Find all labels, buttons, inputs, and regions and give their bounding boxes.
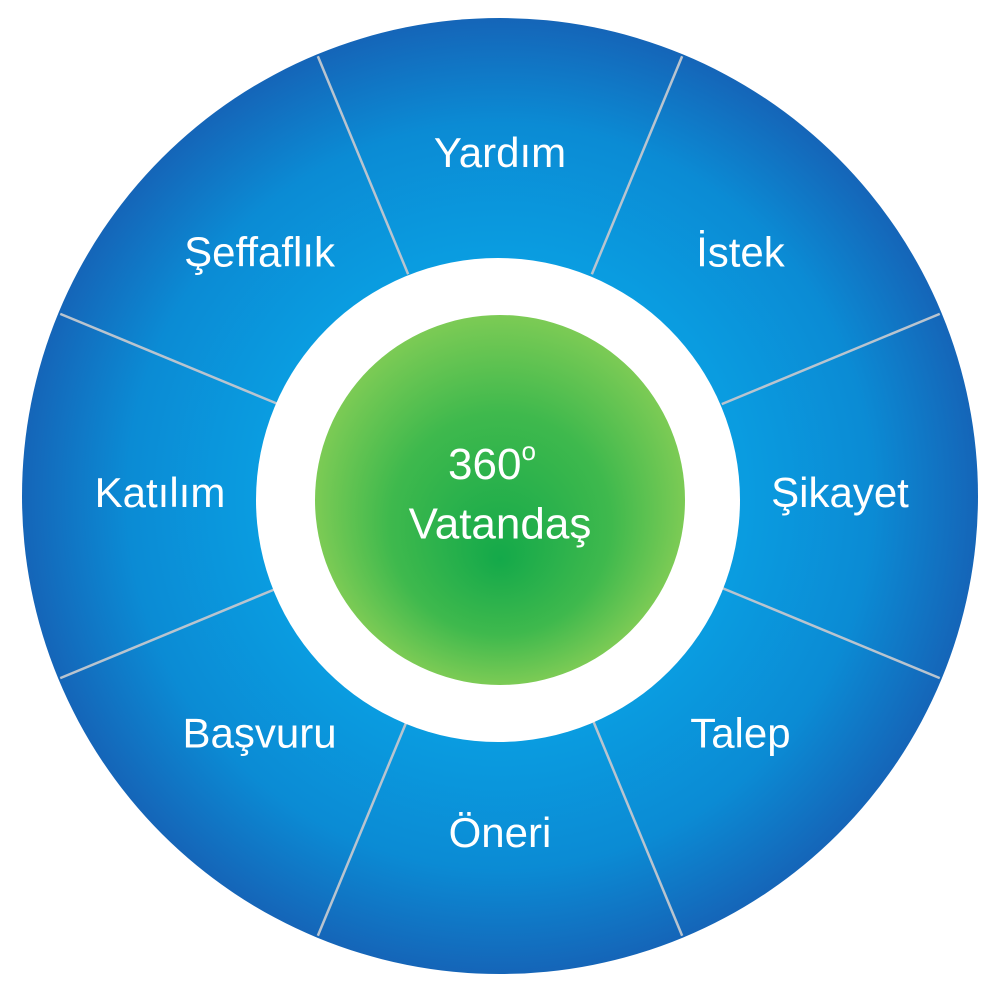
segment-label: Şeffaflık: [184, 229, 336, 276]
segment-label: Talep: [690, 710, 790, 757]
segment-divider: [721, 586, 941, 680]
segment-label: Katılım: [95, 469, 226, 516]
segment-divider: [59, 312, 279, 406]
segment-label: Başvuru: [183, 710, 337, 757]
segment-dividers: [59, 55, 941, 937]
segment-divider: [590, 717, 684, 937]
center-title-line2: Vatandaş: [409, 500, 592, 549]
segment-divider: [590, 55, 684, 275]
center-number: 360: [448, 440, 521, 489]
segment-label: Öneri: [449, 809, 552, 856]
segment-label: Şikayet: [771, 469, 909, 516]
center-degree-sup: o: [521, 436, 535, 466]
center-hub: [315, 315, 685, 685]
segment-divider: [316, 717, 410, 937]
segment-label: Yardım: [434, 129, 566, 176]
center-title-line1: 360o: [448, 436, 536, 489]
segment-label: İstek: [696, 229, 786, 276]
segment-divider: [316, 55, 410, 275]
segment-divider: [721, 312, 941, 406]
segment-divider: [59, 586, 279, 680]
